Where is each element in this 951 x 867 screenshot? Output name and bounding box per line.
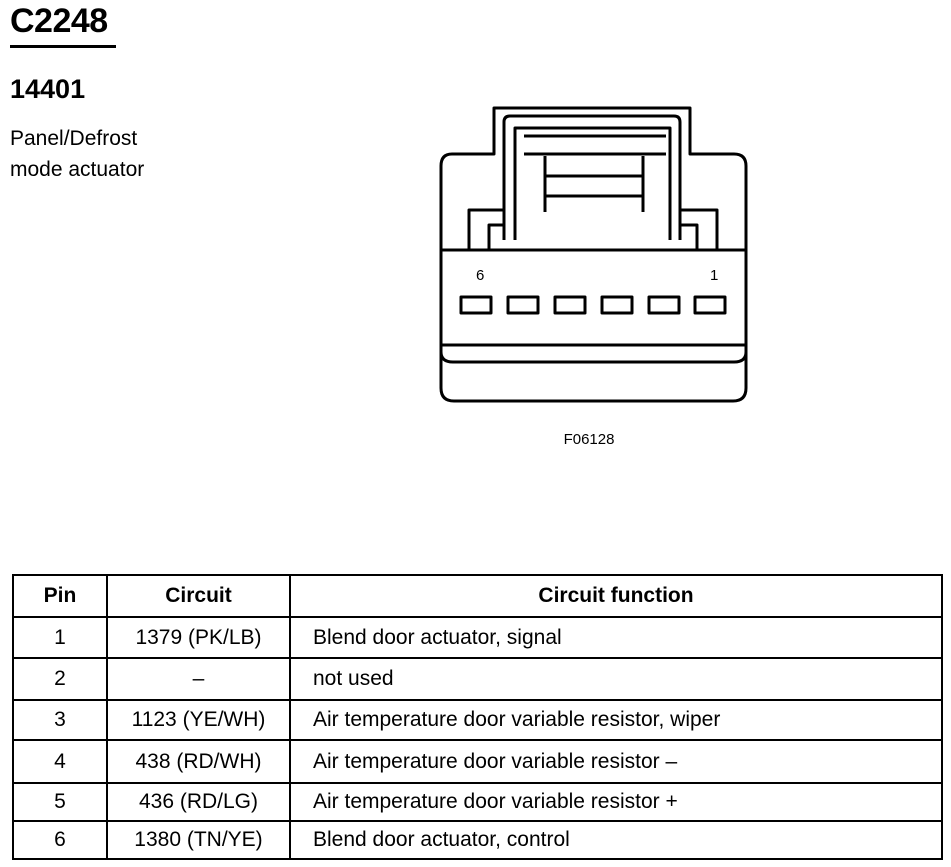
pin-cavity xyxy=(693,295,727,315)
pin-cavity xyxy=(553,295,587,315)
header-pin: Pin xyxy=(12,574,108,618)
circuit-cell: 436 (RD/LG) xyxy=(106,782,291,822)
function-cell: Air temperature door variable resistor + xyxy=(289,782,943,822)
table-row: 2 – not used xyxy=(12,657,943,701)
table-header-row: Pin Circuit Circuit function xyxy=(12,574,943,618)
function-cell: not used xyxy=(289,657,943,701)
left-guide-block xyxy=(467,208,506,250)
pin-1-label: 1 xyxy=(710,267,718,284)
lock-tab-inner xyxy=(513,126,672,240)
pin-cell: 4 xyxy=(12,739,108,784)
pin-cavity xyxy=(600,295,634,315)
pin-cell: 5 xyxy=(12,782,108,822)
header-circuit: Circuit xyxy=(106,574,291,618)
pin-cavity xyxy=(506,295,540,315)
pin-cavity xyxy=(647,295,681,315)
table-row: 5 436 (RD/LG) Air temperature door varia… xyxy=(12,782,943,822)
circuit-cell: 1379 (PK/LB) xyxy=(106,616,291,659)
pin-cell: 1 xyxy=(12,616,108,659)
part-number: 14401 xyxy=(10,74,86,104)
pin-cavity xyxy=(459,295,493,315)
circuit-cell: 1380 (TN/YE) xyxy=(106,820,291,860)
function-cell: Blend door actuator, signal xyxy=(289,616,943,659)
connector-id-underline xyxy=(10,45,116,48)
right-guide-block xyxy=(678,208,719,250)
function-cell: Air temperature door variable resistor, … xyxy=(289,699,943,741)
table-row: 4 438 (RD/WH) Air temperature door varia… xyxy=(12,739,943,784)
pinout-table: Pin Circuit Circuit function 1 1379 (PK/… xyxy=(12,574,943,860)
function-cell: Blend door actuator, control xyxy=(289,820,943,860)
circuit-cell: 438 (RD/WH) xyxy=(106,739,291,784)
connector-id: C2248 xyxy=(10,2,108,40)
header-circuit-function: Circuit function xyxy=(289,574,943,618)
lock-tab xyxy=(502,114,682,240)
component-description-line2: mode actuator xyxy=(10,158,145,181)
connector-housing xyxy=(439,106,748,403)
connector-face-drawing: 6 1 F06128 xyxy=(439,106,748,448)
pin-6-label: 6 xyxy=(476,267,484,284)
figure-id: F06128 xyxy=(564,431,615,448)
pin-cell: 2 xyxy=(12,657,108,701)
circuit-cell: 1123 (YE/WH) xyxy=(106,699,291,741)
table-row: 3 1123 (YE/WH) Air temperature door vari… xyxy=(12,699,943,741)
pin-cell: 3 xyxy=(12,699,108,741)
component-description-line1: Panel/Defrost xyxy=(10,127,138,150)
table-row: 6 1380 (TN/YE) Blend door actuator, cont… xyxy=(12,820,943,860)
function-cell: Air temperature door variable resistor – xyxy=(289,739,943,784)
lower-lip xyxy=(439,345,748,364)
circuit-cell: – xyxy=(106,657,291,701)
pin-cell: 6 xyxy=(12,820,108,860)
table-row: 1 1379 (PK/LB) Blend door actuator, sign… xyxy=(12,616,943,659)
